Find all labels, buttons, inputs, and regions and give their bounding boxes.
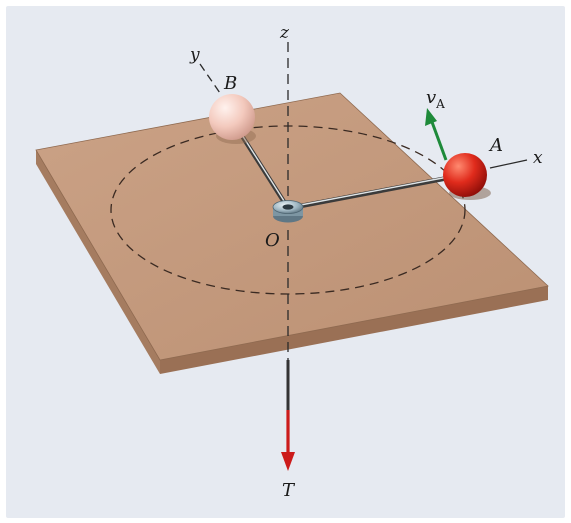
label-O: O — [265, 230, 280, 251]
rod-to-A — [287, 175, 451, 211]
label-T: T — [282, 480, 296, 501]
label-vA: vA — [426, 87, 445, 111]
label-z: z — [279, 23, 290, 43]
ball-B — [209, 94, 256, 144]
plate — [35, 92, 549, 374]
rod-to-A-highlight — [289, 176, 449, 208]
label-A: A — [488, 135, 503, 156]
rod-to-B-highlight — [236, 126, 287, 205]
plate-left-side — [36, 150, 160, 374]
label-vA-main: v — [426, 87, 436, 108]
label-B: B — [223, 73, 237, 94]
tension-arrow — [281, 410, 295, 471]
label-vA-subscript: A — [435, 97, 445, 111]
label-x: x — [533, 148, 543, 168]
velocity-arrow-vA — [425, 108, 448, 161]
plate-front-side — [160, 286, 548, 374]
ball-A — [443, 153, 491, 200]
hub-O — [272, 200, 304, 223]
y-axis — [199, 63, 223, 97]
x-axis — [489, 159, 528, 169]
plate-top — [35, 92, 549, 361]
label-y: y — [189, 45, 200, 65]
